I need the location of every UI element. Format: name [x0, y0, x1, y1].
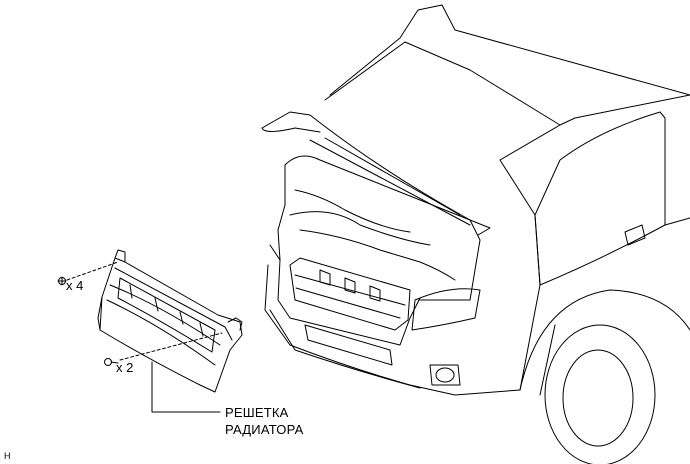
grille-tab-left	[114, 249, 126, 263]
grille-rib-1	[129, 284, 133, 299]
van-radiator-bar-1	[294, 274, 406, 306]
van-engine-detail	[289, 211, 431, 246]
screw-icon	[104, 358, 112, 366]
part-name-line2: РАДИАТОРА	[225, 422, 304, 437]
part-name-line1: РЕШЕТКА	[225, 405, 289, 420]
van-a-pillar	[559, 94, 690, 126]
grille-bottom-edge	[97, 296, 103, 331]
screw-quantity-label: x 2	[116, 360, 134, 375]
grille-tab-right	[227, 317, 243, 331]
grille-upper-bar	[114, 267, 233, 341]
screw-fastener	[104, 332, 223, 366]
van-engine-detail-3	[294, 189, 411, 233]
part-leader-line	[151, 361, 221, 413]
van-windshield	[324, 41, 561, 161]
van-fog-lamp	[435, 367, 455, 383]
van-radiator-bar-2	[295, 287, 401, 319]
van-body-side	[499, 159, 541, 391]
clip-fastener	[57, 261, 119, 286]
grille-inner-opening	[117, 277, 216, 353]
van-engine-bay	[284, 155, 481, 301]
van-fog-light	[429, 364, 461, 386]
grille-rib-3	[179, 311, 184, 325]
van-roof	[329, 4, 443, 96]
grille-rib-4	[199, 322, 204, 337]
grille-lower-bar	[106, 299, 216, 366]
van-radiator-slot-2	[344, 277, 356, 294]
radiator-grille-part	[97, 249, 243, 393]
van-wheel-hub	[562, 349, 634, 447]
van-wheel	[544, 324, 656, 464]
van-radiator-slot-1	[319, 269, 331, 286]
clip-leader-line	[66, 261, 119, 281]
van-bumper-vent	[304, 324, 393, 366]
van-hood-inner	[309, 139, 471, 226]
van-side-line	[664, 217, 690, 226]
van-radiator-slot-3	[369, 285, 381, 302]
van-engine-bay-left	[277, 164, 286, 261]
van-front-view	[261, 4, 690, 464]
van-door-handle	[624, 224, 646, 246]
van-hood-open	[261, 111, 491, 236]
van-wheel-arch	[519, 289, 690, 391]
van-roof-right	[441, 4, 690, 96]
clip-quantity-label: x 4	[66, 278, 84, 293]
van-headlight	[411, 288, 481, 331]
corner-code: H	[4, 451, 11, 461]
van-grille-opening	[269, 244, 421, 346]
van-radiator-support	[289, 257, 411, 331]
van-hood-prop	[324, 137, 461, 216]
grille-rib-2	[154, 297, 159, 312]
van-side-window	[534, 111, 666, 286]
screw-leader-line	[119, 332, 223, 361]
van-body-lower	[539, 324, 556, 396]
van-engine-detail-2	[299, 229, 456, 281]
grille-mid-bar	[109, 284, 221, 346]
van-bumper-lower	[269, 309, 421, 389]
van-hood-edge	[261, 127, 321, 133]
